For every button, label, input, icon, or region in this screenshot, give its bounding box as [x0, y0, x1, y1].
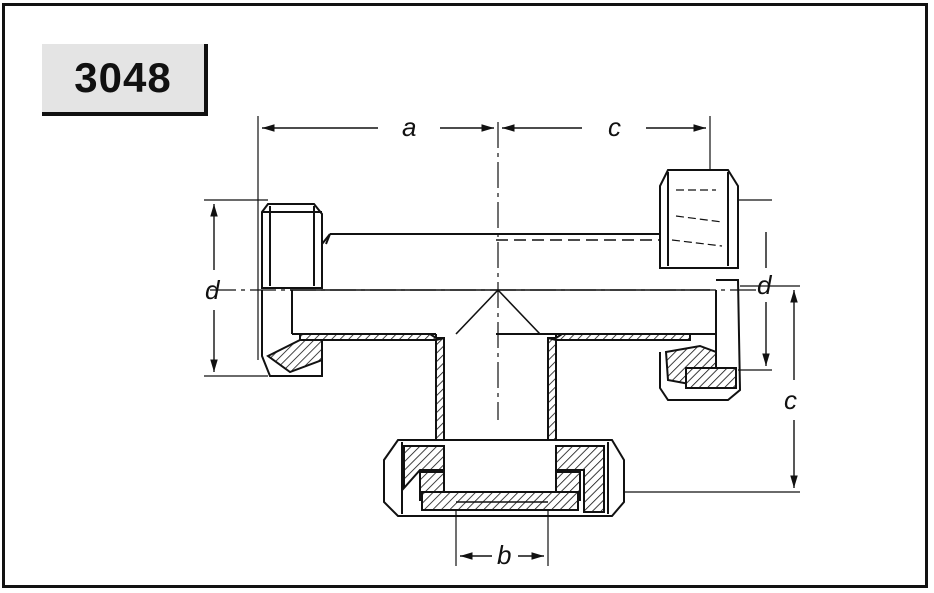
branch-outlet	[299, 289, 691, 441]
drawing-frame	[2, 3, 928, 588]
dim-label-c-top: c	[608, 112, 621, 142]
right-union-nut	[659, 169, 742, 401]
badge-shadow-bottom	[42, 112, 208, 116]
part-number: 3048	[74, 54, 172, 101]
badge-shadow-right	[204, 44, 208, 116]
dimension-lines	[210, 124, 798, 560]
dim-label-a: a	[402, 112, 416, 142]
dim-label-c-right: c	[784, 385, 797, 415]
extension-lines	[204, 116, 800, 566]
dim-label-d-right: d	[757, 270, 773, 300]
horizontal-run	[290, 233, 716, 335]
bottom-union-nut	[383, 439, 625, 517]
dim-label-d-left: d	[205, 275, 221, 305]
part-number-badge: 3048	[42, 44, 208, 116]
dim-label-b: b	[497, 540, 511, 570]
